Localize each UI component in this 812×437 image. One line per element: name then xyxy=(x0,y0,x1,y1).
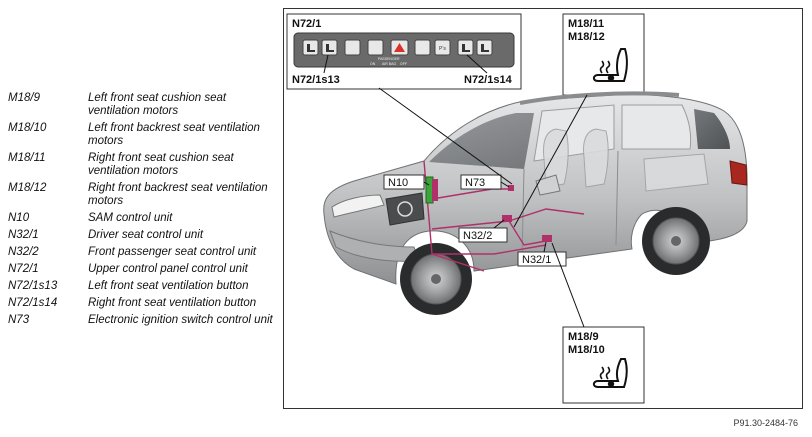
rear-wheel xyxy=(642,207,710,275)
n32-1-module xyxy=(542,235,552,242)
leader-line-seat-top xyxy=(513,94,588,228)
callout-n10-text: N10 xyxy=(388,177,408,189)
legend-desc: Left front seat cushion seat ventilation… xyxy=(88,92,227,117)
legend-desc: SAM control unit xyxy=(88,212,173,224)
n73-module xyxy=(508,185,514,191)
legend-code: N32/1 xyxy=(8,229,39,241)
legend-code: N73 xyxy=(8,314,30,326)
seat-box-bottom-line2: M18/10 xyxy=(568,344,605,356)
legend-item: N72/1 Upper control panel control unit xyxy=(8,263,278,276)
legend-item: M18/10 Left front backrest seat ventilati… xyxy=(8,122,278,148)
legend-desc: Upper control panel control unit xyxy=(88,263,248,275)
eco-button[interactable] xyxy=(414,39,431,56)
leader-line-seat-bottom xyxy=(551,242,585,328)
callout-n73-text: N73 xyxy=(465,177,485,189)
seat-ventilation-icon xyxy=(592,48,628,82)
panel-left-label: N72/1s13 xyxy=(292,74,340,86)
leader-line xyxy=(323,54,329,74)
legend-item: N10 SAM control unit xyxy=(8,212,278,225)
airbag-text-off: OFF xyxy=(400,62,407,66)
legend-desc: Right front backrest seat ventilation mo… xyxy=(88,182,268,207)
n32-2-module xyxy=(502,215,512,222)
seat-box-bottom: M18/9 M18/10 xyxy=(562,326,645,404)
diagram-frame: N72/1 P’s PASSENGER xyxy=(283,8,803,409)
callout-n32-1-text: N32/1 xyxy=(522,254,551,266)
reference-code: P91.30-2484-76 xyxy=(733,418,798,428)
seat-box-bottom-line1: M18/9 xyxy=(568,331,599,343)
airbag-text-passenger: PASSENGER xyxy=(378,57,400,61)
leader-line-panel xyxy=(378,87,513,185)
legend-desc: Right front seat cushion seat ventilatio… xyxy=(88,152,234,177)
left-seat-heating-button[interactable] xyxy=(302,39,319,56)
legend-code: M18/10 xyxy=(8,122,47,134)
airbag-text-on: ON xyxy=(370,62,376,66)
legend-code: N72/1 xyxy=(8,263,39,275)
callout-n73: N73 xyxy=(460,174,510,190)
panel-buttons: P’s xyxy=(302,39,493,56)
legend-desc: Left front seat ventilation button xyxy=(88,280,249,292)
legend-code: M18/11 xyxy=(8,152,46,164)
legend-item: M18/12 Right front backrest seat ventilat… xyxy=(8,182,278,208)
legend-item: N32/2 Front passenger seat control unit xyxy=(8,246,278,259)
leader-line xyxy=(466,54,488,74)
seat-vent-icon xyxy=(326,44,334,52)
parktronic-button[interactable] xyxy=(367,39,384,56)
left-seat-ventilation-button[interactable] xyxy=(321,39,338,56)
legend-code: M18/9 xyxy=(8,92,40,104)
legend-item: M18/11 Right front seat cushion seat vent… xyxy=(8,152,278,178)
legend-desc: Front passenger seat control unit xyxy=(88,246,257,258)
panel-title-label: N72/1 xyxy=(292,18,321,30)
legend-desc: Driver seat control unit xyxy=(88,229,204,241)
legend-item: N72/1s14 Right front seat ventilation but… xyxy=(8,297,278,310)
airbag-text-airbag: AIR BAG xyxy=(382,62,396,66)
legend-code: N10 xyxy=(8,212,30,224)
callout-n32-1: N32/1 xyxy=(517,241,567,267)
panel-right-label: N72/1s14 xyxy=(464,74,513,86)
right-seat-ventilation-button[interactable] xyxy=(457,39,474,56)
right-seat-heating-button[interactable] xyxy=(476,39,493,56)
interior-seats xyxy=(543,128,709,192)
callout-n32-2-text: N32/2 xyxy=(463,230,492,242)
legend-desc: Right front seat ventilation button xyxy=(88,297,257,309)
vehicle-diagram: N72/1 P’s PASSENGER xyxy=(286,13,748,404)
seat-ventilation-icon xyxy=(592,358,628,388)
hazard-icon xyxy=(394,43,405,52)
legend-desc: Electronic ignition switch control unit xyxy=(88,314,273,326)
callout-n10: N10 xyxy=(383,174,430,190)
legend-item: N72/1s13 Left front seat ventilation butt… xyxy=(8,280,278,293)
seat-heat-icon xyxy=(481,44,489,52)
n10-connector xyxy=(425,176,434,204)
legend-code: N32/2 xyxy=(8,246,39,258)
legend-item: N73 Electronic ignition switch control un… xyxy=(8,314,278,327)
seat-vent-icon xyxy=(462,44,470,52)
legend-desc: Left front backrest seat ventilation mot… xyxy=(88,122,260,147)
seat-box-top-line2: M18/12 xyxy=(568,31,605,43)
legend-code: M18/12 xyxy=(8,182,47,194)
control-panel-callout: N72/1 P’s PASSENGER xyxy=(286,13,522,90)
callout-n32-2: N32/2 xyxy=(458,219,508,243)
seat-box-top-line1: M18/11 xyxy=(568,18,604,30)
legend-code: N72/1s14 xyxy=(8,297,58,309)
seat-heat-icon xyxy=(307,44,315,52)
n10-module xyxy=(432,179,438,201)
rear-defrost-button[interactable] xyxy=(344,39,361,56)
legend-list: M18/9 Left front seat cushion seat ventil… xyxy=(8,92,278,331)
legend-item: N32/1 Driver seat control unit xyxy=(8,229,278,242)
legend-item: M18/9 Left front seat cushion seat ventil… xyxy=(8,92,278,118)
legend-code: N72/1s13 xyxy=(8,280,58,292)
parking-assist-text: P’s xyxy=(439,46,446,52)
parking-assist-button[interactable] xyxy=(434,39,451,56)
seat-box-top: M18/11 M18/12 xyxy=(562,13,645,96)
